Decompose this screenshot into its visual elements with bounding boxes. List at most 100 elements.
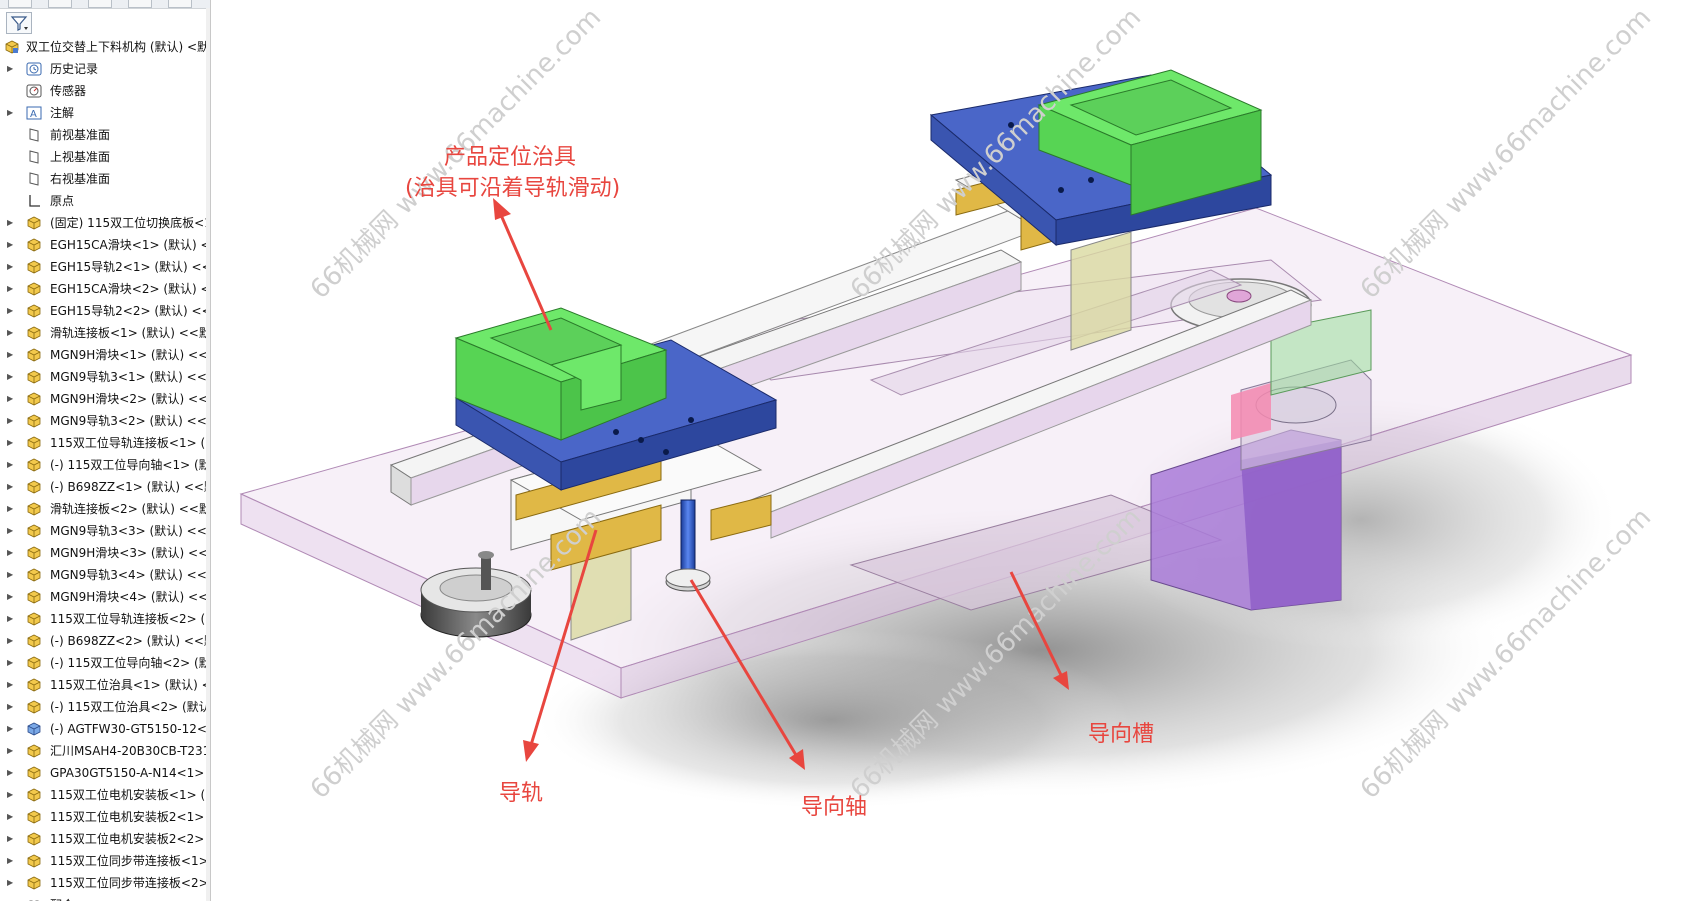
display-manager-tab[interactable]: [168, 0, 192, 8]
tree-item[interactable]: 传感器: [0, 80, 210, 102]
tree-item-label: EGH15导轨2<1> (默认) <<: [50, 260, 211, 274]
tree-item[interactable]: ▶ 滑轨连接板<1> (默认) <<默: [0, 322, 210, 344]
tree-item[interactable]: ▶115双工位电机安装板2<1> (: [0, 806, 210, 828]
graphics-viewport[interactable]: 66机械网 www.66machine.com 66机械网 www.66mach…: [211, 0, 1686, 901]
tree-item-label: MGN9导轨3<2> (默认) <<: [50, 414, 207, 428]
tree-item-label: GPA30GT5150-A-N14<1> (: [50, 766, 211, 780]
tree-item-label: 前视基准面: [50, 128, 111, 142]
tree-item[interactable]: ▶历史记录: [0, 58, 210, 80]
tree-item-label: 配合: [50, 894, 74, 901]
tree-item[interactable]: ▶ MGN9导轨3<2> (默认) <<: [0, 410, 210, 432]
expand-arrow-icon[interactable]: ▶: [7, 416, 14, 425]
expand-arrow-icon[interactable]: ▶: [7, 724, 14, 733]
tree-item[interactable]: ▶115双工位导轨连接板<2> (: [0, 608, 210, 630]
tree-item[interactable]: ▶ 115双工位导轨连接板<1> (: [0, 432, 210, 454]
tree-item-label: 传感器: [50, 84, 87, 98]
tree-item[interactable]: ▶MGN9H滑块<4> (默认) <<: [0, 586, 210, 608]
tree-item[interactable]: ▶汇川MSAH4-20B30CB-T231: [0, 740, 210, 762]
tree-item[interactable]: ▶ (-) 115双工位导向轴<2> (默: [0, 652, 210, 674]
tree-item[interactable]: ▶MGN9H滑块<3> (默认) <<: [0, 542, 210, 564]
tree-item[interactable]: ▶ MGN9H滑块<2> (默认) <<: [0, 388, 210, 410]
tree-item-label: MGN9H滑块<2> (默认) <<: [50, 392, 209, 406]
tree-item[interactable]: ▶ 配合: [0, 894, 210, 901]
expand-arrow-icon[interactable]: ▶: [7, 394, 14, 403]
filter-button[interactable]: [6, 12, 32, 34]
tree-root-assembly[interactable]: 双工位交替上下料机构 (默认) <默: [0, 36, 210, 58]
expand-arrow-icon[interactable]: ▶: [7, 306, 14, 315]
expand-arrow-icon[interactable]: ▶: [7, 834, 14, 843]
expand-arrow-icon[interactable]: ▶: [7, 64, 14, 73]
annotation-icon: A: [26, 106, 42, 120]
tree-item[interactable]: ▶(-) B698ZZ<1> (默认) <<默: [0, 476, 210, 498]
expand-arrow-icon[interactable]: ▶: [7, 460, 14, 469]
expand-arrow-icon[interactable]: ▶: [7, 894, 17, 901]
expand-arrow-icon[interactable]: ▶: [7, 856, 14, 865]
plane-icon: [29, 128, 39, 142]
expand-arrow-icon[interactable]: ▶: [7, 812, 14, 821]
tree-item[interactable]: ▶EGH15CA滑块<2> (默认) <<: [0, 278, 210, 300]
expand-arrow-icon[interactable]: ▶: [7, 636, 14, 645]
expand-arrow-icon[interactable]: ▶: [7, 218, 14, 227]
tree-item[interactable]: ▶115双工位治具<1> (默认) <: [0, 674, 210, 696]
expand-arrow-icon[interactable]: ▶: [7, 526, 14, 535]
tree-item[interactable]: ▶EGH15导轨2<2> (默认) <<: [0, 300, 210, 322]
tree-item[interactable]: ▶MGN9导轨3<3> (默认) <<: [0, 520, 210, 542]
tree-item[interactable]: ▶ GPA30GT5150-A-N14<1> (: [0, 762, 210, 784]
expand-arrow-icon[interactable]: ▶: [7, 240, 14, 249]
expand-arrow-icon[interactable]: ▶: [7, 614, 14, 623]
expand-arrow-icon[interactable]: ▶: [7, 262, 14, 271]
feature-manager-tab[interactable]: [8, 0, 32, 8]
tree-item-label: 滑轨连接板<1> (默认) <<默: [50, 326, 211, 340]
tree-item[interactable]: ▶(固定) 115双工位切换底板<1: [0, 212, 210, 234]
tree-item[interactable]: ▶115双工位同步带连接板<1>: [0, 850, 210, 872]
tree-item[interactable]: ▶EGH15CA滑块<1> (默认) <<: [0, 234, 210, 256]
tree-scrollbar[interactable]: [206, 8, 210, 901]
expand-arrow-icon[interactable]: ▶: [7, 658, 14, 667]
tree-item[interactable]: ▶MGN9H滑块<1> (默认) <<: [0, 344, 210, 366]
tree-item[interactable]: 原点: [0, 190, 210, 212]
tree-item[interactable]: ▶115双工位同步带连接板<2>: [0, 872, 210, 894]
expand-arrow-icon[interactable]: ▶: [7, 878, 14, 887]
dimxpert-tab[interactable]: [128, 0, 152, 8]
tree-item[interactable]: ▶MGN9导轨3<4> (默认) <<: [0, 564, 210, 586]
expand-arrow-icon[interactable]: ▶: [7, 570, 14, 579]
tree-item[interactable]: ▶MGN9导轨3<1> (默认) <<: [0, 366, 210, 388]
expand-arrow-icon[interactable]: ▶: [7, 548, 14, 557]
tree-item-label: 115双工位电机安装板<1> (: [50, 788, 206, 802]
expand-arrow-icon[interactable]: ▶: [7, 438, 14, 447]
expand-arrow-icon[interactable]: ▶: [7, 768, 14, 777]
plane-icon: [29, 172, 39, 186]
tree-item[interactable]: ▶(-) AGTFW30-GT5150-12<1: [0, 718, 210, 740]
tree-item-label: 原点: [50, 194, 75, 208]
part-icon: [27, 766, 41, 780]
part-icon: [27, 370, 41, 384]
tree-item[interactable]: ▶(-) B698ZZ<2> (默认) <<默: [0, 630, 210, 652]
tree-root-label: 双工位交替上下料机构 (默认) <默: [26, 40, 210, 54]
expand-arrow-icon[interactable]: ▶: [7, 108, 14, 117]
tree-item-label: (-) 115双工位导向轴<2> (默: [50, 656, 211, 670]
expand-arrow-icon[interactable]: ▶: [7, 372, 14, 381]
expand-arrow-icon[interactable]: ▶: [7, 284, 14, 293]
tree-item-label: 115双工位导轨连接板<1> (: [50, 436, 206, 450]
expand-arrow-icon[interactable]: ▶: [7, 482, 14, 491]
configuration-manager-tab[interactable]: [88, 0, 112, 8]
tree-item[interactable]: ▶ 115双工位电机安装板<1> (: [0, 784, 210, 806]
expand-arrow-icon[interactable]: ▶: [7, 790, 14, 799]
property-manager-tab[interactable]: [48, 0, 72, 8]
tree-item[interactable]: ▶(-) 115双工位治具<2> (默认): [0, 696, 210, 718]
tree-item[interactable]: 右视基准面: [0, 168, 210, 190]
expand-arrow-icon[interactable]: ▶: [7, 504, 14, 513]
tree-item[interactable]: 前视基准面: [0, 124, 210, 146]
tree-item[interactable]: ▶(-) 115双工位导向轴<1> (默: [0, 454, 210, 476]
expand-arrow-icon[interactable]: ▶: [7, 328, 14, 337]
tree-item[interactable]: ▶滑轨连接板<2> (默认) <<默: [0, 498, 210, 520]
tree-item[interactable]: 上视基准面: [0, 146, 210, 168]
tree-item[interactable]: ▶115双工位电机安装板2<2> (: [0, 828, 210, 850]
expand-arrow-icon[interactable]: ▶: [7, 746, 14, 755]
tree-item[interactable]: ▶ EGH15导轨2<1> (默认) <<: [0, 256, 210, 278]
expand-arrow-icon[interactable]: ▶: [7, 592, 14, 601]
expand-arrow-icon[interactable]: ▶: [7, 680, 14, 689]
expand-arrow-icon[interactable]: ▶: [7, 350, 14, 359]
expand-arrow-icon[interactable]: ▶: [7, 702, 14, 711]
